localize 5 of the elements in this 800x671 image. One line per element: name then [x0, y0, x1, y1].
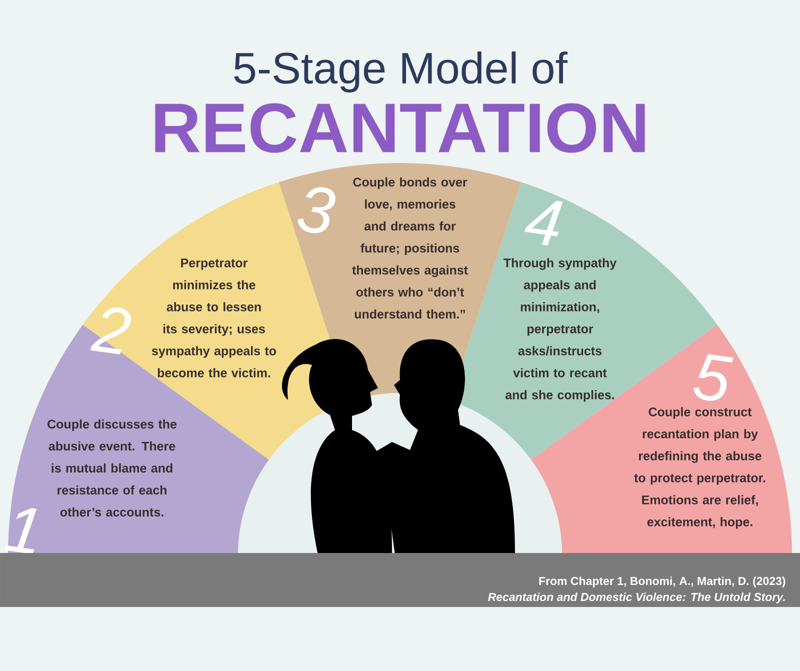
- stage-number: 4: [524, 200, 563, 246]
- citation-bar: From Chapter 1, Bonomi, A., Martin, D. (2023) Recantation and Domestic Violence: The Untold Story.: [0, 552, 800, 607]
- heading: RECANTATION: [155, 103, 645, 153]
- stage-number: 3: [298, 187, 336, 234]
- title: 5-Stage Model of: [234, 51, 568, 92]
